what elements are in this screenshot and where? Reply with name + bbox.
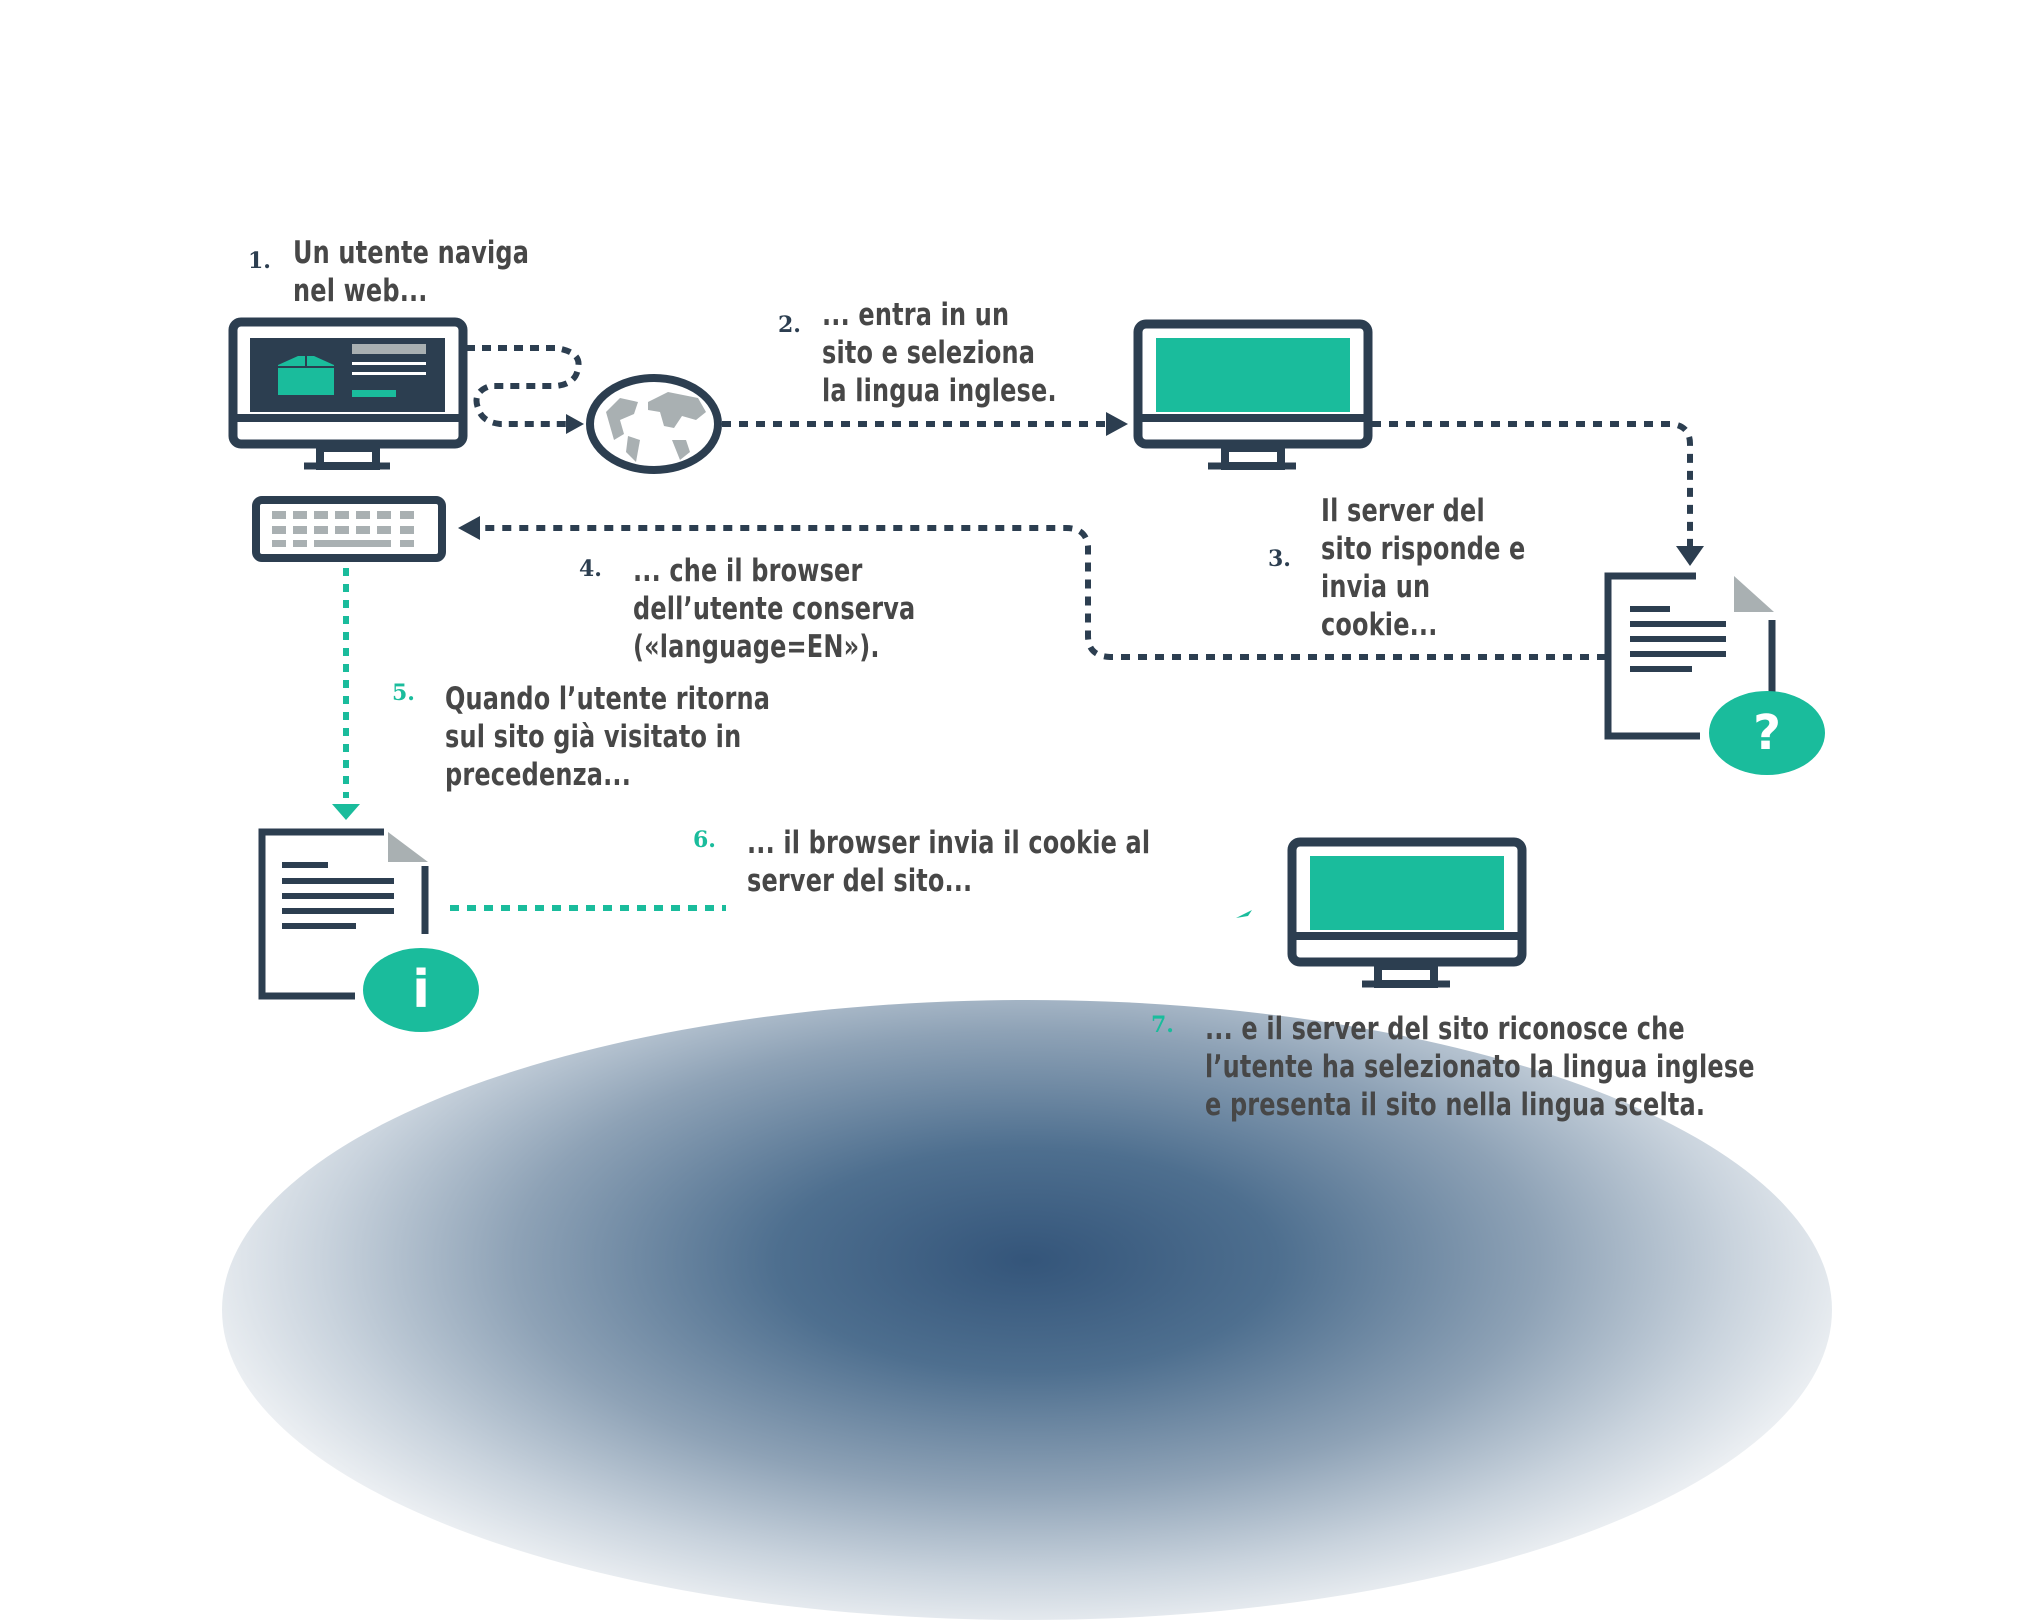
cookie-flow-diagram: ? i 1. Un utente naviga nel web... 2. ..… — [222, 235, 1832, 1620]
step-2-line: ... entra in un — [822, 297, 1010, 333]
diagram-artwork — [228, 317, 1825, 1032]
step-7-line: l’utente ha selezionato la lingua ingles… — [1205, 1049, 1755, 1085]
step-5-line: precedenza... — [445, 757, 632, 793]
step-1-number: 1. — [248, 248, 271, 274]
step-3-line: sito risponde e — [1321, 531, 1526, 567]
step-6-line: server del sito... — [747, 863, 973, 899]
step-5-number: 5. — [392, 680, 415, 706]
step-2-line: la lingua inglese. — [822, 373, 1057, 409]
step-6-number: 6. — [693, 827, 716, 853]
cookie-document-question-icon — [1604, 572, 1825, 775]
step-5-line: sul sito già visitato in — [445, 719, 742, 755]
step-7-number: 7. — [1151, 1012, 1174, 1038]
step-7-line: ... e il server del sito riconosce che — [1205, 1011, 1685, 1047]
step-1-line: Un utente naviga — [293, 235, 530, 271]
info-badge: i — [412, 960, 430, 1020]
step-4-line: ... che il browser — [633, 553, 863, 589]
step-2-number: 2. — [778, 312, 801, 338]
question-badge: ? — [1753, 705, 1781, 761]
step-6-line: ... il browser invia il cookie al — [747, 825, 1151, 861]
step-1-line: nel web... — [293, 273, 428, 309]
step-3-line: cookie... — [1321, 607, 1438, 643]
keyboard-icon — [252, 496, 446, 562]
step-2-line: sito e seleziona — [822, 335, 1036, 371]
step-4-line: («language=EN»). — [633, 629, 880, 665]
connector-loop — [466, 345, 582, 427]
step-7-line: e presenta il sito nella lingua scelta. — [1205, 1087, 1706, 1123]
step-4-line: dell’utente conserva — [633, 591, 916, 627]
cookie-document-info-icon — [258, 828, 479, 1032]
step-3-line: Il server del — [1321, 493, 1485, 529]
server-monitor-final-icon — [1287, 837, 1527, 988]
server-monitor-icon — [1133, 319, 1373, 470]
step-3-number: 3. — [1268, 546, 1291, 572]
step-5-line: Quando l’utente ritorna — [445, 681, 771, 717]
globe-icon — [586, 374, 722, 474]
step-3-line: invia un — [1321, 569, 1431, 605]
step-4-number: 4. — [579, 556, 602, 582]
user-computer-icon — [228, 317, 468, 470]
